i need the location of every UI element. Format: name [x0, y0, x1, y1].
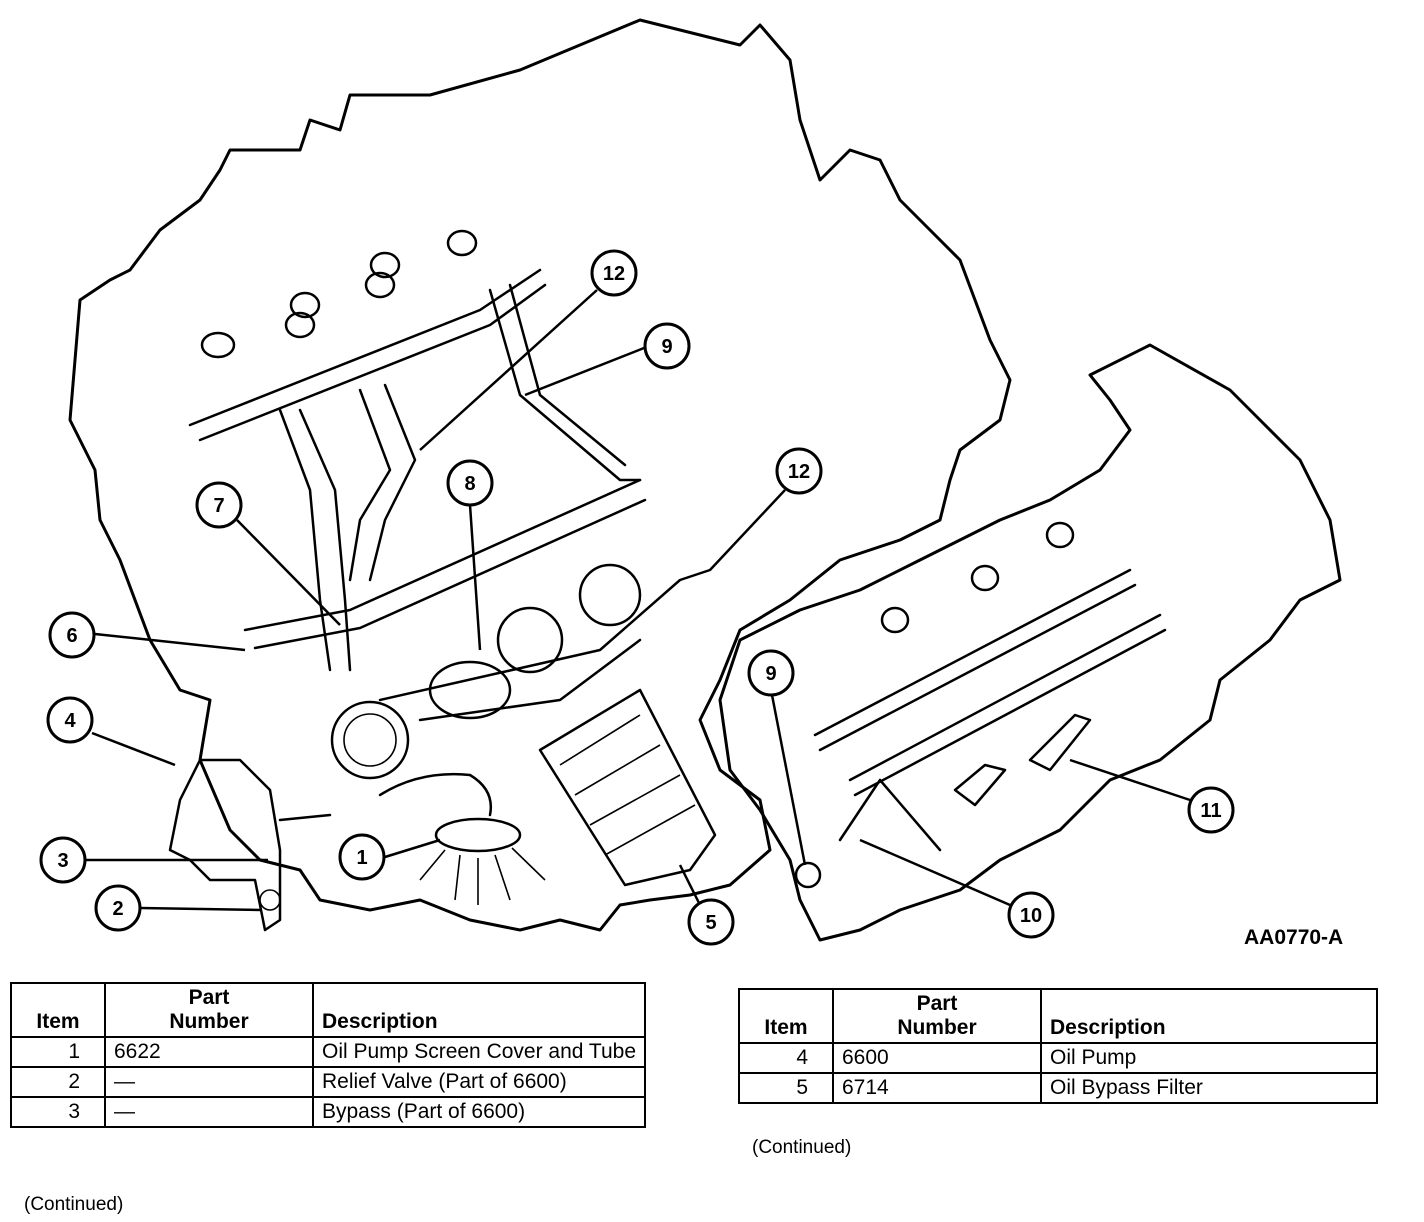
row-item: 5	[738, 1072, 834, 1104]
engine-lubrication-diagram: 1 2 3 4 5 6 7 8 9 9 10 11 12 12	[39, 18, 1342, 946]
svg-text:12: 12	[788, 461, 810, 483]
oil-bypass-filter	[538, 688, 717, 887]
svg-text:2: 2	[112, 898, 123, 920]
svg-text:4: 4	[64, 710, 76, 732]
callout-12-upper: 12	[590, 249, 638, 297]
row-description: Bypass (Part of 6600)	[312, 1096, 646, 1128]
svg-text:9: 9	[765, 663, 776, 685]
callout-8: 8	[446, 459, 494, 507]
row-description: Oil Pump	[1040, 1042, 1378, 1074]
table-row: 5 6714 Oil Bypass Filter	[738, 1072, 1378, 1104]
row-item: 1	[10, 1036, 106, 1068]
svg-text:11: 11	[1200, 800, 1221, 822]
table-row: 1 6622 Oil Pump Screen Cover and Tube	[10, 1036, 646, 1068]
header-description: Description	[1040, 988, 1378, 1044]
continued-note-left: (Continued)	[24, 1194, 124, 1215]
parts-table-left: Item Part Number Description 1 6622 Oil …	[10, 982, 646, 1128]
header-part-number: Part Number	[832, 988, 1042, 1044]
table-header-row: Item Part Number Description	[738, 988, 1378, 1044]
header-item: Item	[10, 982, 106, 1038]
svg-text:6: 6	[66, 625, 77, 647]
callout-6: 6	[48, 611, 96, 659]
oil-pump-screen	[378, 772, 546, 905]
callout-5: 5	[687, 898, 735, 946]
callout-1: 1	[338, 833, 386, 881]
callout-2: 2	[94, 884, 142, 932]
row-part-number: —	[104, 1066, 314, 1098]
svg-text:3: 3	[57, 850, 68, 872]
oil-pump-body	[168, 758, 332, 932]
row-part-number: 6622	[104, 1036, 314, 1068]
row-part-number: 6600	[832, 1042, 1042, 1074]
upper-oil-gallery	[188, 229, 642, 672]
row-description: Oil Pump Screen Cover and Tube	[312, 1036, 646, 1068]
svg-text:1: 1	[356, 847, 367, 869]
row-description: Oil Bypass Filter	[1040, 1072, 1378, 1104]
continued-note-right: (Continued)	[752, 1137, 852, 1158]
callout-11: 11	[1187, 786, 1235, 834]
svg-text:5: 5	[705, 912, 716, 934]
row-item: 4	[738, 1042, 834, 1074]
right-head-outline	[718, 343, 1342, 942]
row-part-number: 6714	[832, 1072, 1042, 1104]
header-part-line1: Part	[188, 986, 230, 1009]
header-description: Description	[312, 982, 646, 1038]
row-part-number: —	[104, 1096, 314, 1128]
callout-12-right: 12	[775, 447, 823, 495]
oil-passage-plug	[794, 861, 822, 889]
header-part-number: Part Number	[104, 982, 314, 1038]
svg-text:9: 9	[661, 336, 672, 358]
table-row: 2 — Relief Valve (Part of 6600)	[10, 1066, 646, 1098]
figure-id: AA0770-A	[1244, 926, 1344, 949]
table-row: 4 6600 Oil Pump	[738, 1042, 1378, 1074]
svg-text:8: 8	[464, 473, 475, 495]
parts-table-right: Item Part Number Description 4 6600 Oil …	[738, 988, 1378, 1104]
engine-block-outline	[68, 18, 1012, 932]
leader-lines	[85, 289, 1191, 912]
row-item: 3	[10, 1096, 106, 1128]
svg-text:7: 7	[213, 495, 224, 517]
header-item: Item	[738, 988, 834, 1044]
callout-9-upper: 9	[643, 322, 691, 370]
callout-3: 3	[39, 836, 87, 884]
callout-7: 7	[195, 481, 243, 529]
header-part-line1: Part	[916, 992, 958, 1015]
callout-4: 4	[46, 696, 94, 744]
table-row: 3 — Bypass (Part of 6600)	[10, 1096, 646, 1128]
row-item: 2	[10, 1066, 106, 1098]
right-oil-gallery	[813, 521, 1167, 852]
row-description: Relief Valve (Part of 6600)	[312, 1066, 646, 1098]
svg-text:10: 10	[1020, 905, 1042, 927]
header-part-line2: Number	[897, 1016, 977, 1039]
lower-oil-gallery	[243, 478, 712, 780]
table-header-row: Item Part Number Description	[10, 982, 646, 1038]
callout-9-right: 9	[747, 649, 795, 697]
callout-10: 10	[1007, 891, 1055, 939]
svg-text:12: 12	[603, 263, 625, 285]
header-part-line2: Number	[169, 1010, 249, 1033]
